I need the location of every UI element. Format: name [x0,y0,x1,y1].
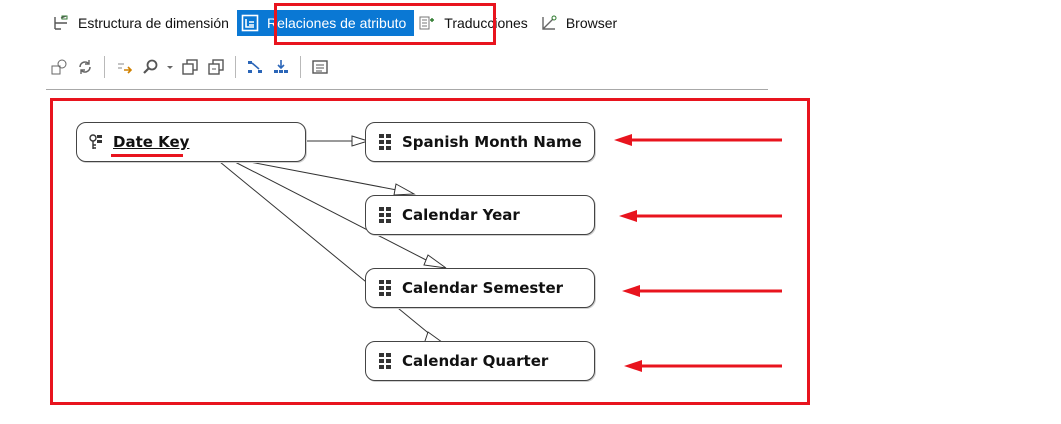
tab-label: Traducciones [444,15,528,31]
zoom-dropdown-icon[interactable] [165,56,175,78]
designer-tab-bar: Estructura de dimensión Relaciones de at… [48,8,625,38]
attribute-node-calendar-year[interactable]: Calendar Year [365,195,595,235]
attribute-node-calendar-quarter[interactable]: Calendar Quarter [365,341,595,381]
expand-all-icon[interactable] [179,56,201,78]
designer-toolbar [46,52,768,82]
attribute-node-calendar-semester[interactable]: Calendar Semester [365,268,595,308]
tab-label: Browser [565,15,618,31]
new-relationship-icon[interactable] [113,56,135,78]
node-label: Date Key [113,133,190,151]
key-attribute-icon [89,133,103,151]
layout-icon[interactable] [244,56,266,78]
dimension-structure-icon [52,14,70,32]
node-label: Calendar Quarter [402,352,549,370]
tab-attribute-relationships[interactable]: Relaciones de atributo [236,10,415,36]
attribute-icon [378,133,392,151]
translations-icon [418,14,436,32]
annotation-arrow-1 [614,134,782,146]
diagram-highlight-box [50,98,810,405]
tab-translations[interactable]: Traducciones [414,10,536,36]
attribute-icon [378,352,392,370]
toolbar-separator [235,56,236,78]
node-label: Spanish Month Name [402,133,582,151]
attribute-node-spanish-month-name[interactable]: Spanish Month Name [365,122,595,162]
annotation-arrow-4 [624,360,782,372]
attribute-icon [378,206,392,224]
date-key-red-underline [111,154,183,157]
refresh-icon[interactable] [74,56,96,78]
attribute-icon [378,279,392,297]
collapse-all-icon[interactable] [205,56,227,78]
toolbar-separator [300,56,301,78]
node-label: Calendar Semester [402,279,564,297]
tab-label: Relaciones de atributo [266,15,407,31]
node-label: Calendar Year [402,206,520,224]
zoom-icon[interactable] [139,56,161,78]
toolbar-separator [104,56,105,78]
process-icon[interactable] [48,56,70,78]
arrange-icon[interactable] [270,56,292,78]
tab-dimension-structure[interactable]: Estructura de dimensión [48,10,237,36]
properties-icon[interactable] [309,56,331,78]
browser-icon [540,14,558,32]
annotation-arrow-3 [622,285,782,297]
tab-label: Estructura de dimensión [78,15,229,31]
toolbar-divider [46,89,768,90]
tab-browser[interactable]: Browser [536,10,625,36]
annotation-arrow-2 [619,210,782,222]
attribute-relationships-icon [241,14,259,32]
